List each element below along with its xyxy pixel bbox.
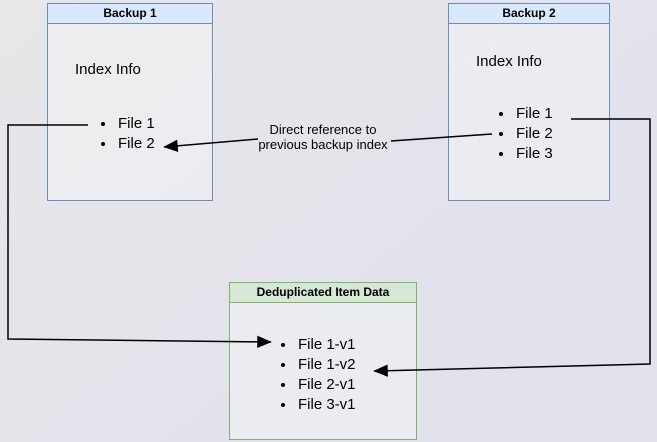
backup1-index-info-label: Index Info	[75, 61, 141, 78]
dedup-body: File 1-v1 File 1-v2 File 2-v1 File 3-v1	[229, 302, 417, 440]
backup1-file-item: File 1	[116, 114, 212, 134]
backup2-file-list: File 1 File 2 File 3	[449, 104, 609, 164]
dedup-file-item: File 2-v1	[296, 375, 416, 395]
direct-reference-line1: Direct reference to	[269, 122, 377, 137]
dedup-file-item: File 1-v1	[296, 335, 416, 355]
backup1-body: Index Info File 1 File 2	[47, 23, 213, 201]
backup2-header: Backup 2	[448, 3, 610, 24]
backup2-body: Index Info File 1 File 2 File 3	[448, 23, 610, 201]
backup2-file-item: File 3	[514, 144, 609, 164]
dedup-file-list: File 1-v1 File 1-v2 File 2-v1 File 3-v1	[230, 335, 416, 415]
backup1-file-item: File 2	[116, 134, 212, 154]
backup2-file-item: File 2	[514, 124, 609, 144]
direct-reference-line2: previous backup index	[258, 137, 388, 152]
backup2-title: Backup 2	[502, 6, 556, 20]
direct-reference-label: Direct reference to previous backup inde…	[247, 122, 399, 152]
dedup-file-item: File 3-v1	[296, 395, 416, 415]
dedup-title: Deduplicated Item Data	[256, 285, 390, 299]
backup1-title: Backup 1	[103, 6, 157, 20]
backup2-index-info-label: Index Info	[476, 53, 542, 70]
backup2-file-item: File 1	[514, 104, 609, 124]
dedup-file-item: File 1-v2	[296, 355, 416, 375]
backup1-header: Backup 1	[47, 3, 213, 24]
backup1-file-list: File 1 File 2	[48, 114, 212, 154]
dedup-header: Deduplicated Item Data	[229, 282, 417, 303]
